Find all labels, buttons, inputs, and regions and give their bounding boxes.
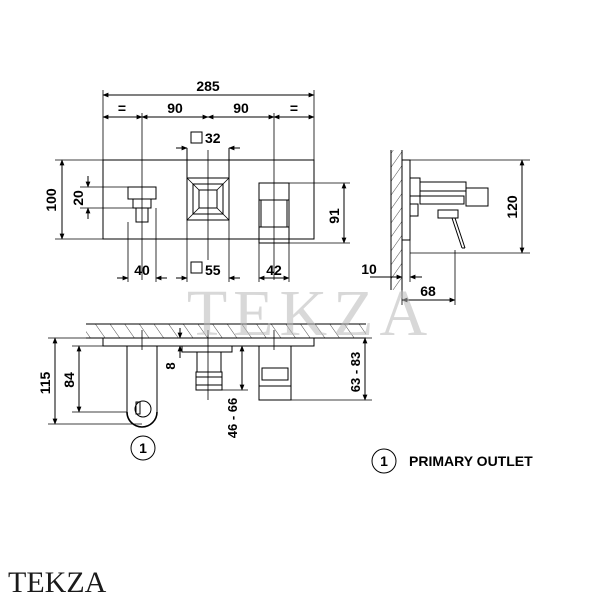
dim-total-width: 285 bbox=[196, 78, 220, 94]
top-wall bbox=[86, 324, 366, 338]
square-symbol-icon bbox=[190, 131, 203, 144]
dim-spacing-right: 90 bbox=[233, 100, 249, 116]
front-view: 285 = 90 90 = 32 100 20 91 bbox=[43, 78, 350, 282]
dim-left-width: 40 bbox=[134, 262, 150, 278]
legend-label: PRIMARY OUTLET bbox=[409, 453, 533, 469]
legend-number: 1 bbox=[380, 453, 388, 469]
side-view: 120 10 68 bbox=[361, 150, 530, 305]
square-symbol-icon bbox=[190, 261, 203, 274]
watermark: TEKZA bbox=[187, 277, 433, 350]
dim-center-range: 46 - 66 bbox=[225, 398, 240, 438]
dim-spacing-left: 90 bbox=[167, 100, 183, 116]
callout-circle bbox=[130, 435, 156, 461]
dim-equal-right: = bbox=[290, 100, 298, 116]
dim-right-height: 91 bbox=[326, 208, 342, 224]
center-valve bbox=[181, 345, 233, 391]
dim-side-projection-small: 10 bbox=[361, 261, 377, 277]
callout-number: 1 bbox=[139, 440, 147, 456]
dim-equal-left: = bbox=[118, 100, 126, 116]
dim-square-top: 32 bbox=[205, 130, 221, 146]
dim-total-depth: 115 bbox=[37, 371, 53, 394]
dim-plate: 8 bbox=[163, 362, 178, 369]
dim-height: 100 bbox=[43, 188, 59, 212]
dim-square-bottom: 55 bbox=[205, 262, 221, 278]
legend: 1 PRIMARY OUTLET bbox=[371, 448, 533, 474]
dim-right-range: 63 - 83 bbox=[348, 352, 363, 392]
primary-outlet-spout bbox=[126, 346, 158, 428]
top-view: 115 84 8 46 - 66 63 - 83 1 bbox=[37, 323, 372, 461]
dim-side-projection: 68 bbox=[420, 283, 436, 299]
right-diverter bbox=[258, 345, 292, 401]
dim-side-height: 120 bbox=[504, 195, 520, 219]
brand-logo: TEKZA bbox=[8, 566, 107, 599]
dim-handle-offset: 20 bbox=[70, 190, 86, 206]
legend-circle bbox=[371, 448, 397, 474]
front-plate bbox=[102, 159, 315, 240]
side-wall bbox=[391, 150, 402, 290]
dim-right-width: 42 bbox=[266, 262, 282, 278]
dim-spout-depth: 84 bbox=[61, 372, 77, 388]
